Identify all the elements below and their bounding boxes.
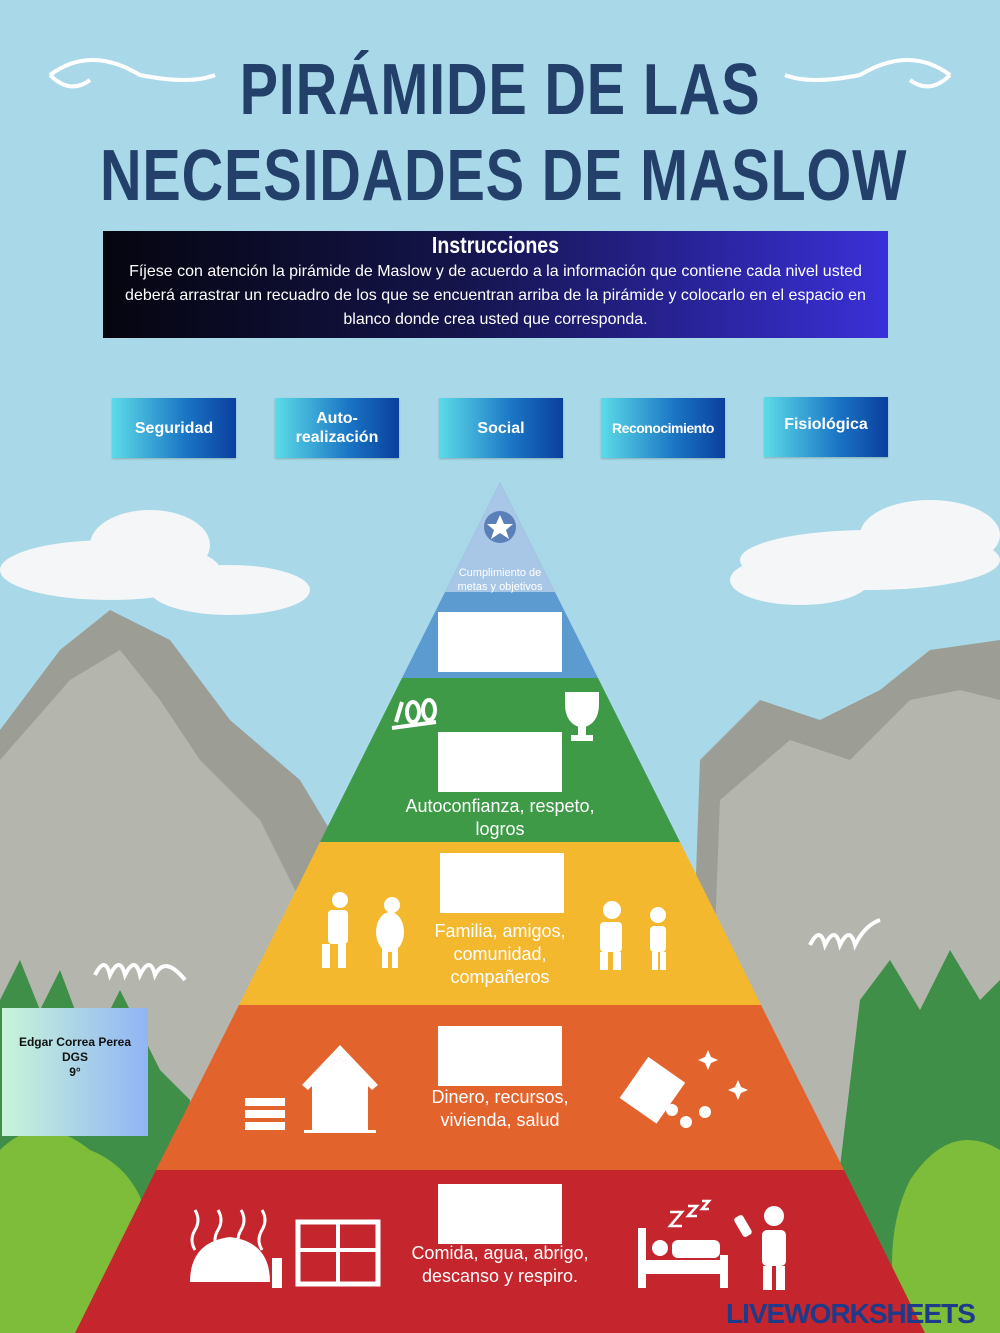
- author-name: Edgar Correa Perea: [18, 1034, 132, 1049]
- drop-zone-level-4[interactable]: [438, 1026, 562, 1086]
- pyramid-level-physiological: [75, 1170, 925, 1333]
- author-grade: 9°: [69, 1064, 81, 1079]
- live-badge-icon: [700, 1314, 723, 1315]
- level-1-description: Cumplimiento de metas y objetivos: [457, 567, 543, 593]
- drop-zone-level-2[interactable]: [438, 732, 562, 792]
- person-drinking-icon: [734, 1206, 786, 1290]
- instructions-panel: Instrucciones Fíjese con atención la pir…: [103, 231, 888, 338]
- author-group: DGS: [61, 1049, 88, 1064]
- drop-zone-level-5[interactable]: [438, 1184, 562, 1244]
- watermark-text: LIVEWORKSHEETS: [726, 1298, 976, 1329]
- drop-zone-level-1[interactable]: [438, 612, 562, 672]
- level-2-description: Autoconfianza, respeto, logros: [405, 796, 595, 839]
- money-icon: [619, 1050, 748, 1128]
- level-5-description: Comida, agua, abrigo, descanso y respiro…: [411, 1243, 589, 1286]
- liveworksheets-logo: LIVEWORKSHEETS: [700, 1298, 976, 1330]
- page-title-line-1: PIRÁMIDE DE LAS: [239, 50, 761, 130]
- people-arguing-icon: [322, 892, 404, 968]
- instructions-heading: Instrucciones: [431, 232, 560, 258]
- level-3-description: Familia, amigos, comunidad, compañeros: [434, 921, 566, 987]
- food-tray-icon: [295, 1219, 381, 1287]
- instructions-body: Fíjese con atención la pirámide de Maslo…: [125, 263, 866, 328]
- level-4-description: Dinero, recursos, vivienda, salud: [431, 1087, 569, 1130]
- books-icon: [245, 1098, 285, 1130]
- trophy-icon: [565, 692, 599, 741]
- drag-option-reconocimiento[interactable]: Reconocimiento: [601, 398, 725, 458]
- drag-option-social[interactable]: Social: [439, 398, 563, 458]
- food-cloche-icon: [190, 1209, 282, 1288]
- author-box: Edgar Correa Perea DGS 9°: [2, 1008, 148, 1136]
- drag-option-fisiologica[interactable]: Fisiológica: [764, 397, 888, 457]
- sleeping-bed-icon: [638, 1199, 728, 1288]
- drag-option-seguridad[interactable]: Seguridad: [112, 398, 236, 458]
- star-icon: [484, 511, 516, 543]
- hundred-points-icon: [391, 698, 437, 730]
- drag-option-autorealizacion[interactable]: Auto-realización: [275, 398, 399, 458]
- page-title-line-2: NECESIDADES DE MASLOW: [100, 136, 908, 216]
- pyramid-level-social: [239, 842, 761, 1005]
- house-icon: [302, 1045, 378, 1133]
- people-joking-icon: [600, 901, 666, 970]
- drop-zone-level-3[interactable]: [440, 853, 564, 913]
